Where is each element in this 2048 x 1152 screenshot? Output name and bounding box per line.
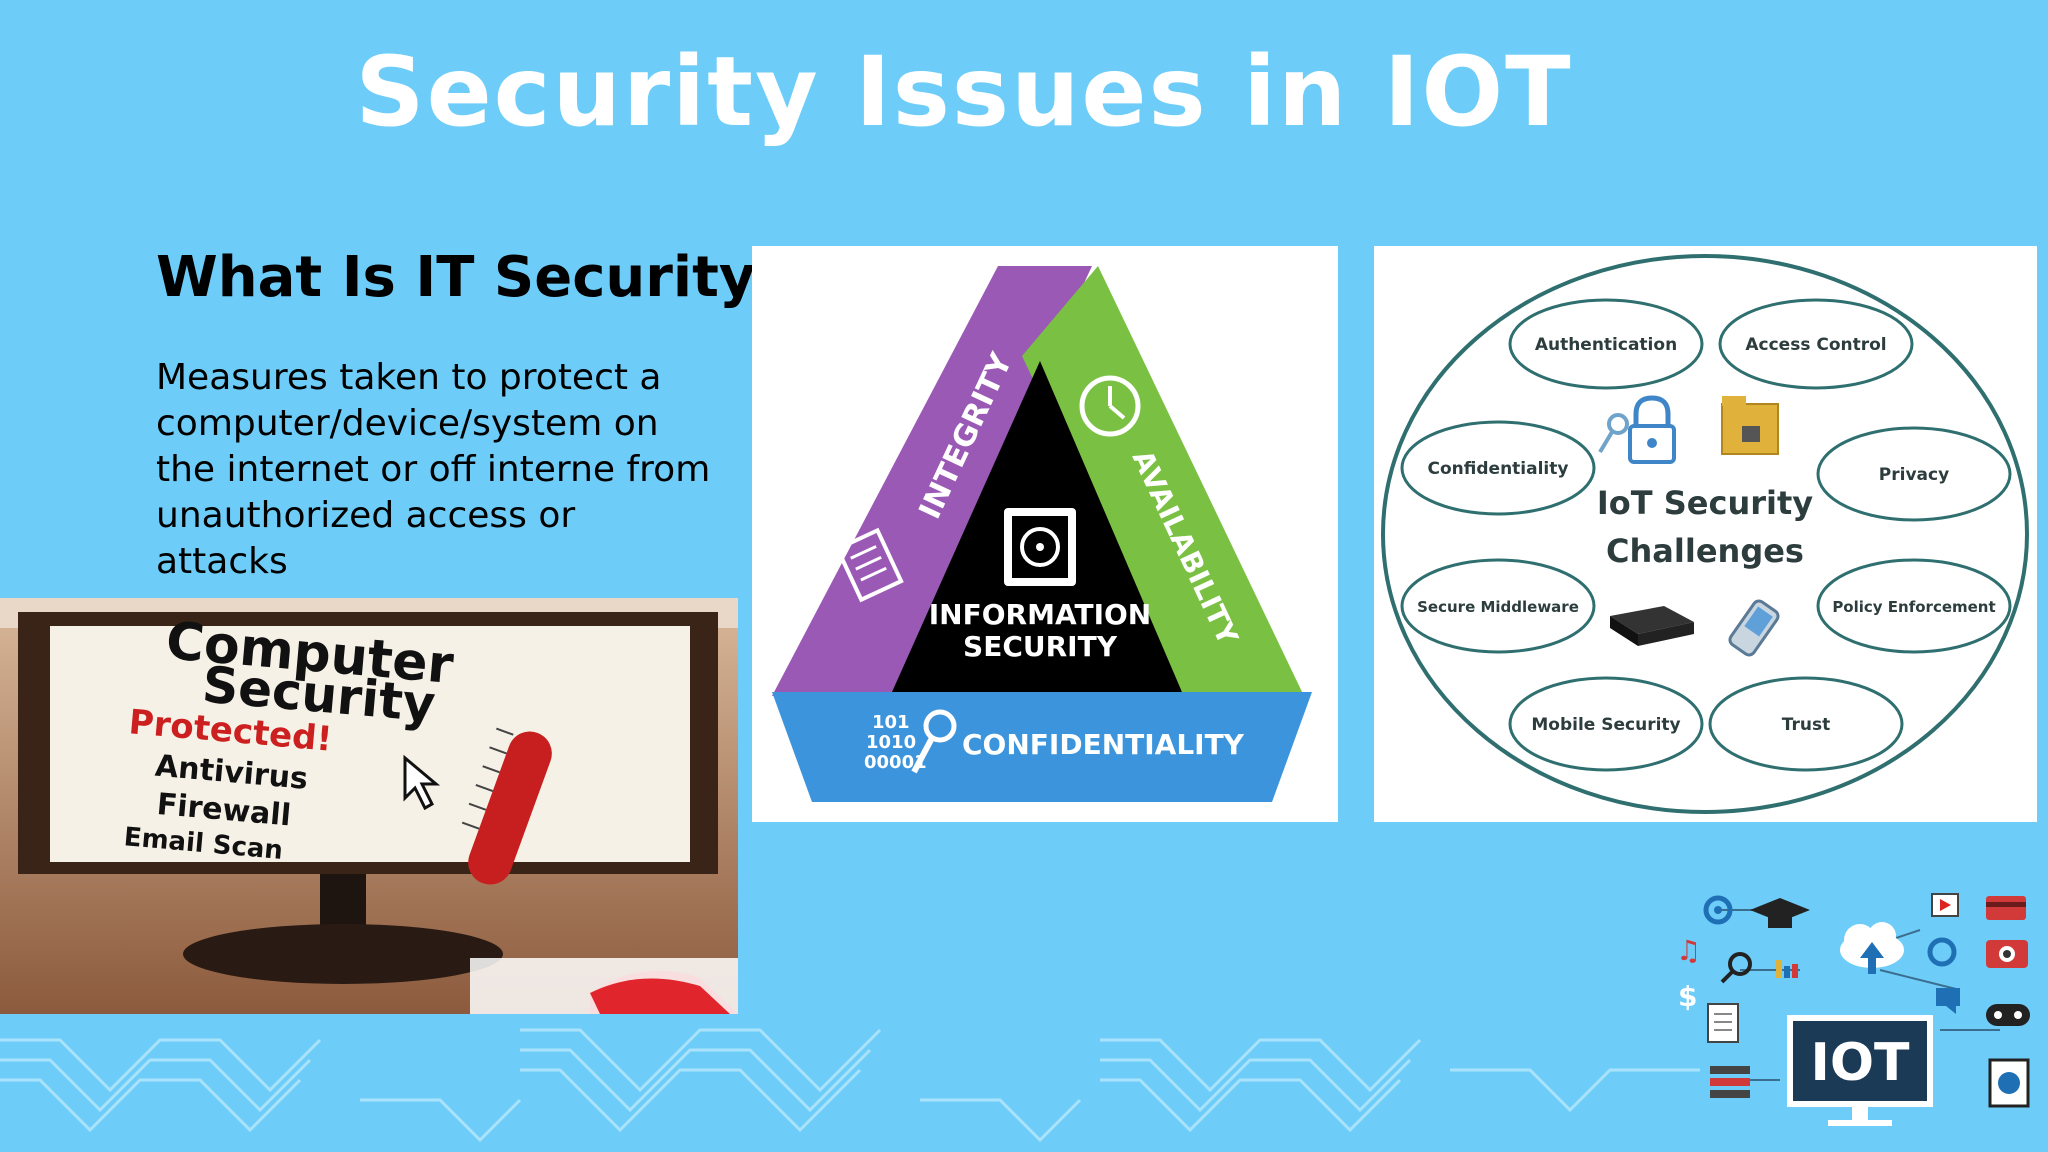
cursor-icon [403, 754, 441, 811]
circuit-decoration [0, 1028, 1700, 1143]
lock-icon [1628, 395, 1676, 464]
monitor-icon: IOT [1787, 1015, 1933, 1126]
safe-icon [1004, 508, 1076, 586]
folder-lock-icon [1721, 396, 1779, 455]
gear-icon [1703, 895, 1733, 925]
graduation-cap-icon [1750, 898, 1810, 928]
binary-line1: 101 [872, 712, 910, 733]
body-text: Measures taken to protect a computer/dev… [156, 357, 711, 582]
svg-text:$: $ [1678, 980, 1697, 1013]
gamepad-icon [1986, 1004, 2030, 1026]
outer-ellipse [1381, 254, 2029, 814]
integrity-side [772, 266, 1092, 696]
binary-line2: 1010 [866, 732, 916, 753]
loading-icon [1927, 937, 1957, 967]
availability-side [1022, 266, 1304, 696]
document-edit-icon [834, 527, 904, 603]
play-icon [1931, 893, 1959, 917]
challenges-center-line2: Challenges [1606, 532, 1804, 570]
confidentiality-side [772, 692, 1312, 802]
chip-icon [1610, 606, 1694, 646]
chat-icon [1936, 988, 1960, 1014]
monitor-illustration: Computer Security Protected! Antivirus F… [0, 598, 738, 1014]
confidentiality-label: CONFIDENTIALITY [962, 728, 1245, 761]
challenge-trust: Trust [1782, 715, 1830, 735]
globe-icon [1988, 1058, 2030, 1108]
information-security-triangle: INTEGRITY AVAILABILITY [752, 246, 1338, 822]
database-icon [1710, 1066, 1750, 1098]
slide-title: Security Issues in IOT [355, 36, 1573, 148]
credit-card-icon [1986, 896, 2026, 920]
challenge-policy-enforcement: Policy Enforcement [1832, 598, 1995, 616]
document-icon [1707, 1003, 1739, 1043]
challenge-secure-middleware: Secure Middleware [1417, 598, 1579, 616]
phone-icon [1728, 599, 1780, 657]
challenge-mobile-security: Mobile Security [1531, 715, 1680, 735]
key-icon [911, 709, 957, 774]
iot-badge-label: IOT [1810, 1033, 1910, 1093]
challenge-authentication: Authentication [1535, 335, 1677, 355]
challenge-privacy: Privacy [1879, 465, 1949, 485]
iot-icon-cluster: ♫ $ IOT [1660, 880, 2048, 1152]
music-icon: ♫ [1676, 934, 1701, 967]
svg-text:♫: ♫ [1676, 934, 1701, 967]
camera-icon [1986, 940, 2028, 968]
cloud-upload-icon [1840, 922, 1904, 974]
search-icon [1720, 952, 1752, 984]
challenge-access-control: Access Control [1745, 335, 1886, 355]
bar-chart-icon [1776, 960, 1798, 978]
challenge-confidentiality: Confidentiality [1428, 459, 1569, 479]
clock-icon [1079, 375, 1141, 437]
subtitle: What Is IT Security ? [156, 245, 808, 310]
challenges-center-line1: IoT Security [1597, 484, 1813, 522]
binary-line3: 00001 [864, 752, 927, 773]
iot-security-challenges: Authentication Access Control Confidenti… [1374, 246, 2037, 822]
dollar-icon: $ [1678, 980, 1697, 1013]
info-security-line1: INFORMATION [929, 598, 1151, 631]
computer-security-photo: Computer Security Protected! Antivirus F… [0, 598, 738, 1014]
info-security-line2: SECURITY [963, 630, 1118, 663]
key-icon [1598, 413, 1629, 454]
